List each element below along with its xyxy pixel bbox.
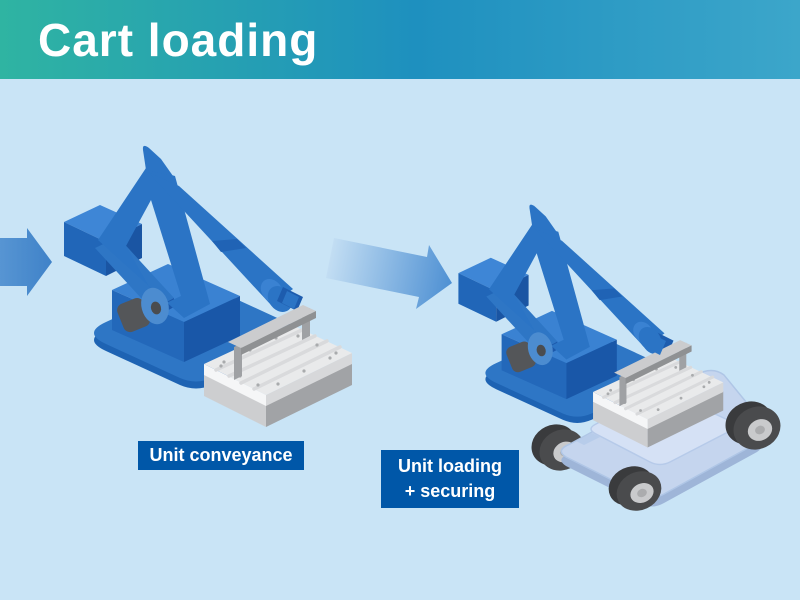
cart-wheel-right-icon [725,401,781,450]
gripper-finger-left [282,291,299,309]
scene-unit-conveyance [64,145,354,429]
page-title: Cart loading [38,13,319,66]
step-label-text: Unit conveyance [149,445,293,465]
cart-wheel-front-icon [608,466,662,511]
scene-unit-loading [458,204,781,511]
flow-arrow-middle-icon [326,238,452,309]
step-label-line2: + securing [404,481,496,501]
step-label-line1: Unit loading [398,456,502,476]
step-label-unit-conveyance: Unit conveyance [138,441,304,470]
gripper-finger-right [633,321,666,355]
header-bar: Cart loading [0,0,800,79]
step-label-unit-loading-securing: Unit loading + securing [381,450,519,508]
flow-arrow-left-icon [0,228,52,296]
